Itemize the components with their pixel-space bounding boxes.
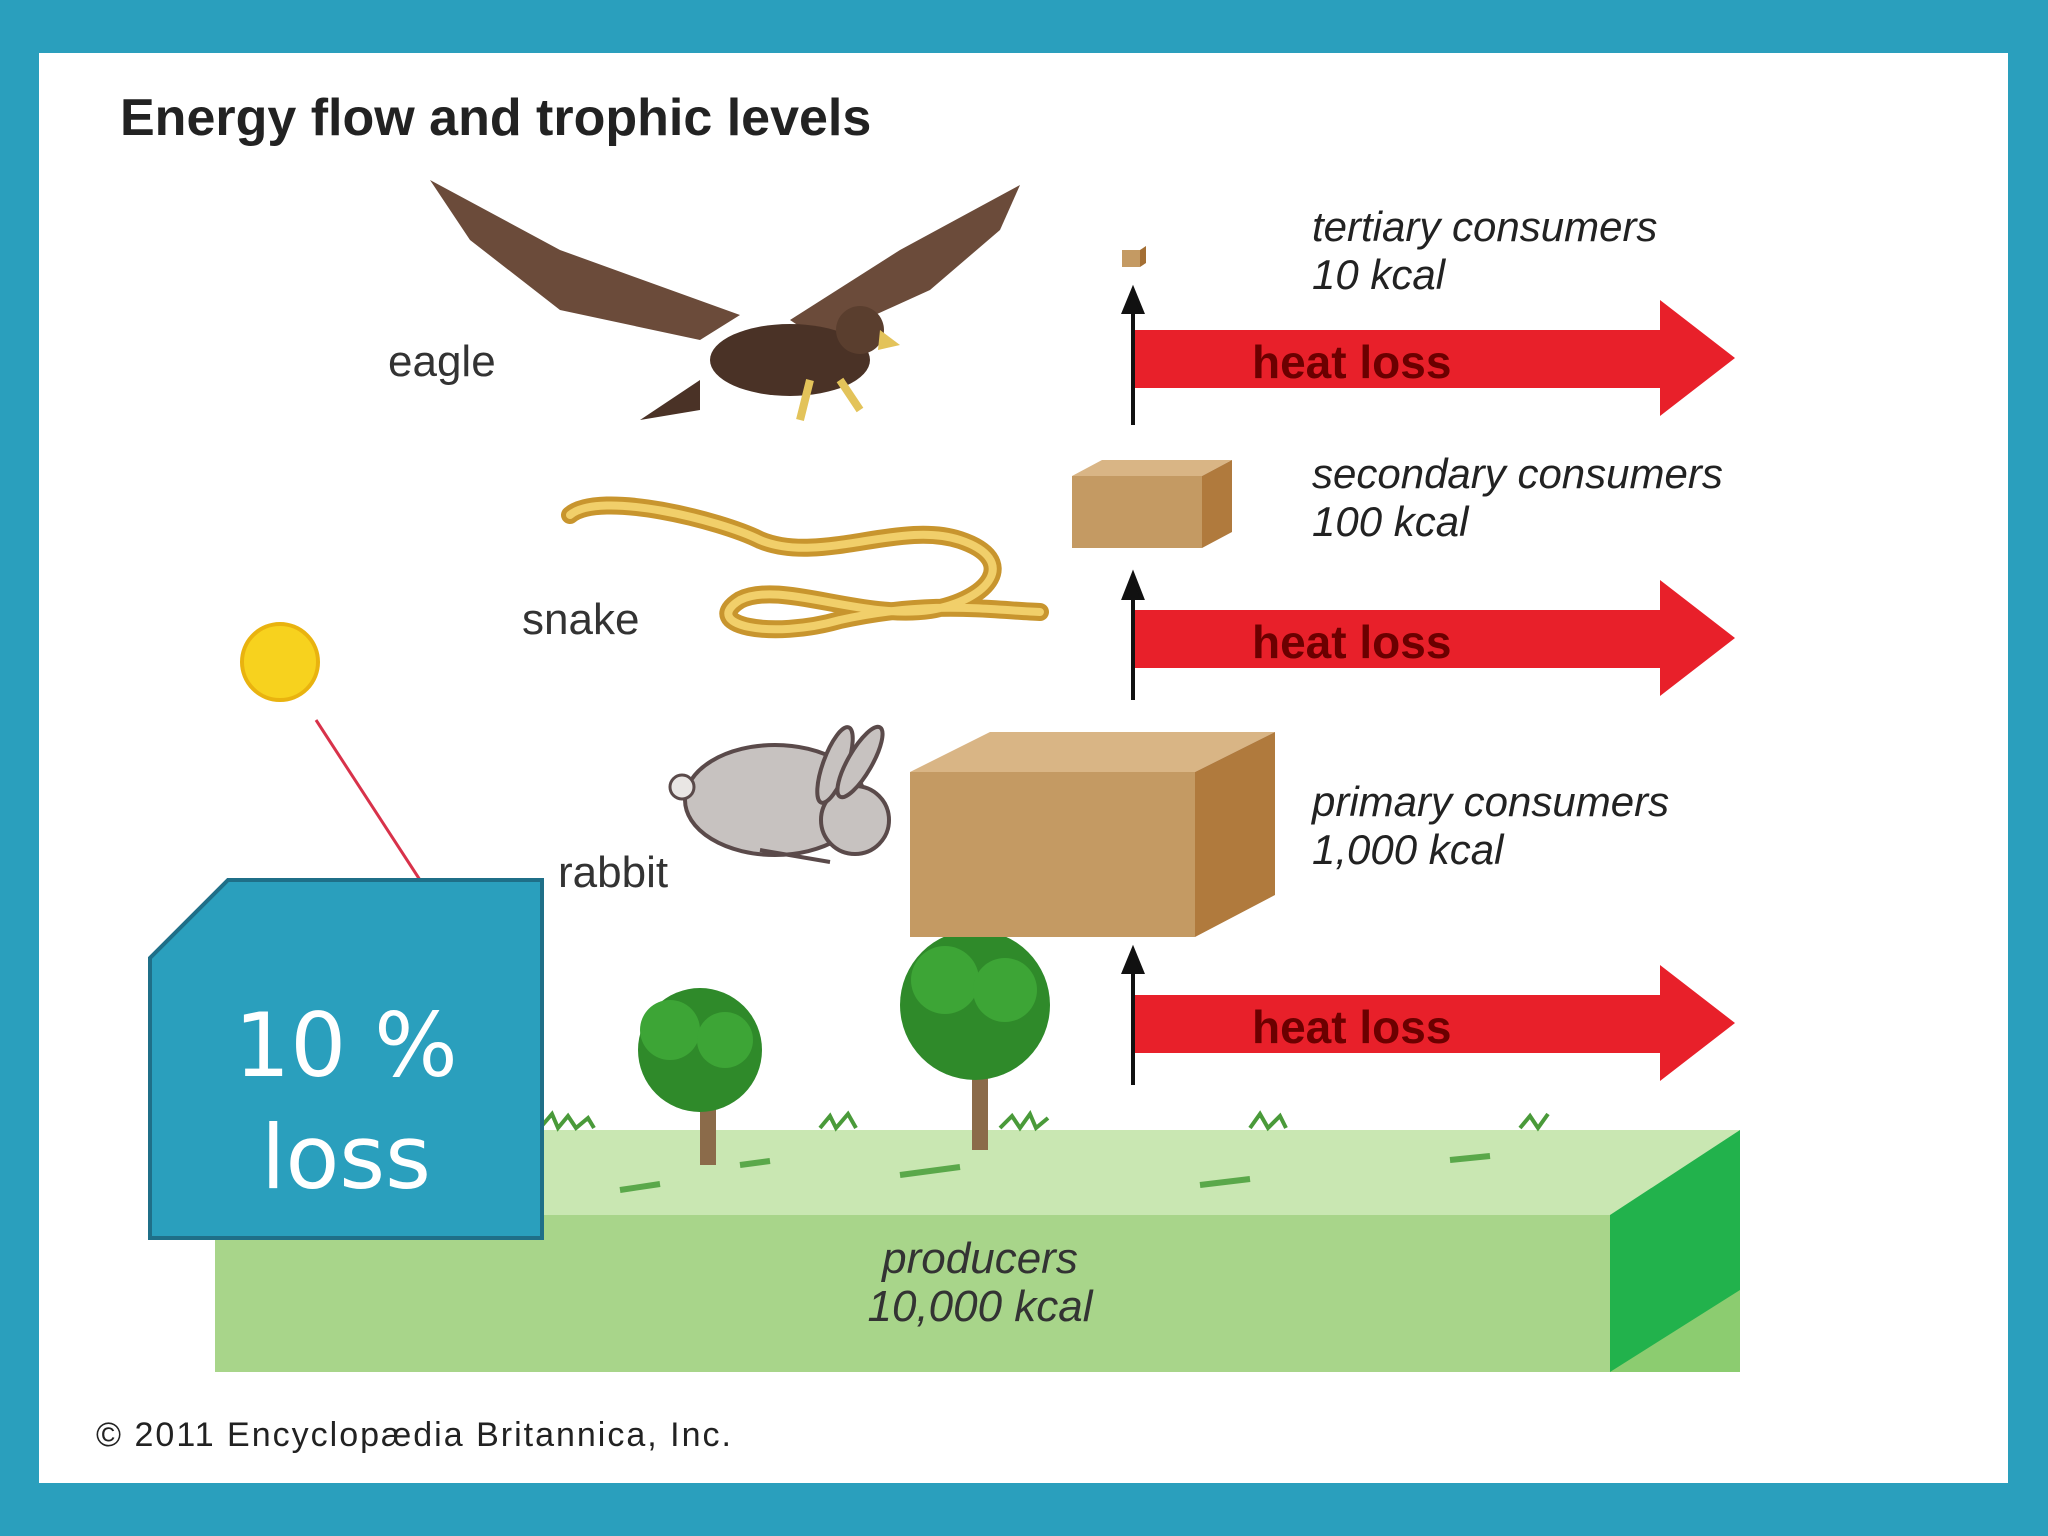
eagle-icon [430,180,1020,421]
secondary-level-label: secondary consumers 100 kcal [1312,450,1723,546]
primary-level-label: primary consumers 1,000 kcal [1312,778,1669,874]
callout-text: 10 % loss [150,990,542,1214]
tertiary-energy-block [1122,246,1146,267]
primary-level-energy: 1,000 kcal [1312,826,1504,873]
producers-name: producers [882,1234,1078,1283]
producers-energy: 10,000 kcal [867,1282,1093,1331]
eagle-label: eagle [388,337,496,386]
copyright-notice: © 2011 Encyclopædia Britannica, Inc. [96,1416,733,1454]
sun-ray [314,719,422,881]
primary-level-name: primary consumers [1312,778,1670,825]
heat-loss-arrow-1 [1135,965,1735,1081]
heat-loss-label-1: heat loss [1252,1001,1452,1053]
heat-loss-arrow-3 [1135,300,1735,416]
energy-flow-arrows [1121,284,1145,1085]
tree-icon [900,930,1050,1150]
rabbit-label: rabbit [558,848,669,897]
tertiary-level-energy: 10 kcal [1312,251,1446,298]
tertiary-level-name: tertiary consumers [1312,203,1658,250]
secondary-level-energy: 100 kcal [1312,498,1469,545]
tertiary-level-label: tertiary consumers 10 kcal [1312,203,1657,299]
heat-loss-label-2: heat loss [1252,616,1452,668]
secondary-energy-block [1072,460,1232,548]
callout-box-shape [148,878,544,1240]
rabbit-icon [668,724,891,864]
sun-icon [240,622,320,702]
callout-line-1: 10 % [234,994,458,1097]
snake-label: snake [522,595,640,644]
primary-energy-block [910,732,1275,937]
producers-slab [215,1109,1740,1372]
snake-icon-highlight [566,501,1044,634]
heat-loss-label-3: heat loss [1252,336,1452,388]
heat-loss-arrow-2 [1135,580,1735,696]
tree-icon [638,988,762,1165]
secondary-level-name: secondary consumers [1312,450,1723,497]
callout-line-2: loss [261,1106,431,1209]
diagram-title: Energy flow and trophic levels [120,89,872,147]
producers-label: producers 10,000 kcal [780,1235,1180,1331]
